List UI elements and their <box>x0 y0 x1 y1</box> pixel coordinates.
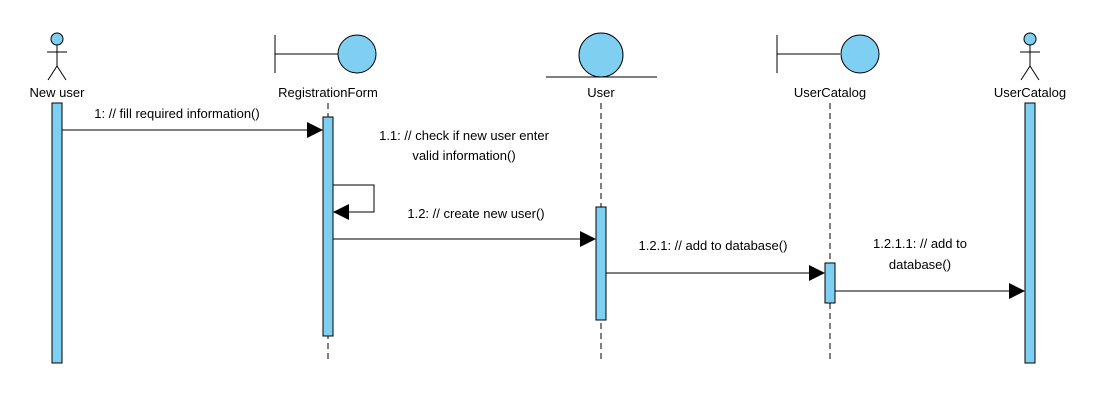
message-label: 1.2.1: // add to database() <box>639 238 788 253</box>
participant-user[interactable]: User <box>546 32 657 362</box>
message-1-2[interactable]: 1.2: // create new user() <box>333 206 596 247</box>
participant-registration-form[interactable]: RegistrationForm <box>274 34 378 362</box>
participant-label: New user <box>30 85 86 100</box>
arrowhead-icon <box>580 231 596 247</box>
actor-icon <box>47 32 67 81</box>
message-arrow-line <box>333 184 375 213</box>
message-label: 1.2: // create new user() <box>407 206 544 221</box>
participant-label: User <box>587 85 615 100</box>
participant-label: UserCatalog <box>794 85 866 100</box>
message-1-2-1[interactable]: 1.2.1: // add to database() <box>606 238 825 281</box>
participant-new-user[interactable]: New user <box>30 32 86 364</box>
message-label-continued: database() <box>889 257 951 272</box>
message-1-2-1-1[interactable]: 1.2.1.1: // add to database() <box>835 236 1025 299</box>
participant-user-catalog-actor[interactable]: UserCatalog <box>994 32 1066 364</box>
activation-bar <box>824 262 836 304</box>
message-1[interactable]: 1: // fill required information() <box>62 106 323 138</box>
activation-bar <box>322 116 334 337</box>
message-1-1[interactable]: 1.1: // check if new user enter valid in… <box>333 128 550 220</box>
participant-label: UserCatalog <box>994 85 1066 100</box>
participant-user-catalog-boundary[interactable]: UserCatalog <box>776 34 880 362</box>
arrowhead-icon <box>809 265 825 281</box>
activation-bar <box>1024 102 1036 364</box>
message-label-continued: valid information() <box>412 148 515 163</box>
activation-bar <box>595 206 607 321</box>
arrowhead-icon <box>307 122 323 138</box>
message-label: 1.1: // check if new user enter <box>379 128 549 143</box>
message-label: 1.2.1.1: // add to <box>873 236 967 251</box>
arrowhead-icon <box>1009 283 1025 299</box>
entity-icon <box>546 32 657 78</box>
arrowhead-icon <box>333 204 349 220</box>
boundary-icon <box>274 34 377 74</box>
message-label: 1: // fill required information() <box>94 106 259 121</box>
participant-label: RegistrationForm <box>278 85 378 100</box>
activation-bar <box>51 102 63 364</box>
boundary-icon <box>776 34 880 74</box>
actor-icon <box>1020 32 1040 81</box>
